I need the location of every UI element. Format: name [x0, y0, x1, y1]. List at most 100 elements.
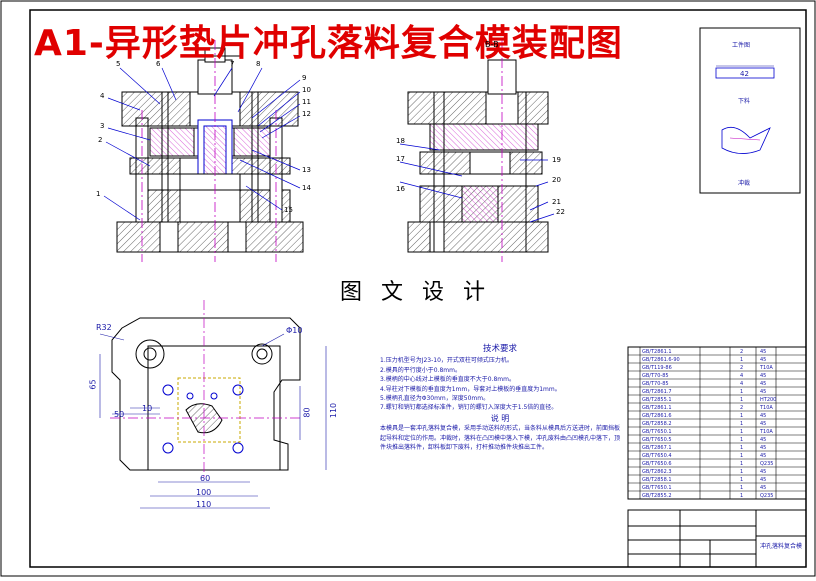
- dim-d10: Φ10: [286, 326, 303, 335]
- tech-item: 7.螺钉和销钉都选择标准件，销钉的螺钉入深度大于1.5倍的直径。: [380, 404, 558, 412]
- workpiece-caption-top: 工件图: [732, 42, 751, 49]
- dim-60: 60: [200, 474, 211, 483]
- parts-table-cell: 1: [740, 445, 743, 451]
- parts-table-cell: GB/T2858.1: [642, 477, 672, 483]
- parts-table-cell: 1: [740, 469, 743, 475]
- tech-item: 3.模柄的中心线对上模板的垂直度不大于0.8mm。: [380, 376, 515, 384]
- front-section-view: [116, 40, 304, 262]
- parts-table-cell: GB/T7650.6: [642, 461, 672, 467]
- side-punch-plate: [429, 123, 539, 151]
- parts-table-cell: 2: [740, 349, 743, 355]
- left-part-number: 12: [302, 110, 311, 118]
- parts-table-cell: GB/T119-86: [642, 365, 672, 371]
- parts-table-cell: GB/T2867.1: [642, 445, 672, 451]
- parts-table-cell: GB/T70-85: [642, 381, 669, 387]
- workpiece-panel: [699, 27, 801, 194]
- parts-table-cell: 1: [740, 389, 743, 395]
- right-part-number: 18: [396, 137, 405, 145]
- tech-item: 5.模柄孔直径为Φ30mm，深度50mm。: [380, 395, 490, 403]
- parts-table-cell: HT200: [760, 397, 776, 403]
- parts-table-cell: 4: [740, 373, 743, 379]
- parts-table-cell: 1: [740, 357, 743, 363]
- leaders-left: [103, 67, 301, 221]
- left-part-number: 5: [116, 60, 121, 68]
- parts-table-cell: 2: [740, 365, 743, 371]
- dim-80: 80: [302, 407, 312, 418]
- left-part-number: 1: [96, 190, 101, 198]
- parts-table-cell: 1: [740, 461, 743, 467]
- workpiece-dimension: 42: [740, 70, 749, 78]
- parts-table-cell: Q235: [760, 461, 773, 467]
- parts-table-cell: 4: [740, 381, 743, 387]
- parts-table-cell: Q235: [760, 493, 773, 499]
- right-part-number: 17: [396, 155, 405, 163]
- technical-requirements: 技术要求 1.压力机型号为J23-10，开式双柱可倾式压力机。 2.模具的平行度…: [380, 344, 620, 452]
- parts-table-cell: GB/T7650.4: [642, 453, 672, 459]
- parts-table-cell: 1: [740, 397, 743, 403]
- inner-border: [29, 9, 807, 568]
- left-part-number: 4: [100, 92, 105, 100]
- parts-table-cell: T10A: [759, 365, 773, 371]
- parts-table-cell: GB/T2858.2: [642, 421, 672, 427]
- title-block-caption: 冲孔落料复合模: [760, 543, 803, 550]
- center-caption: 图 文 设 计: [340, 280, 491, 305]
- left-part-number: 15: [284, 206, 293, 214]
- dim-50: 50: [114, 410, 125, 419]
- parts-table-cell: GB/T7650.5: [642, 437, 672, 443]
- right-part-number: 19: [552, 156, 561, 164]
- parts-table-cell: 1: [740, 413, 743, 419]
- parts-table-cell: 45: [760, 421, 766, 427]
- parts-table-cell: 1: [740, 437, 743, 443]
- parts-table-cell: 45: [760, 445, 766, 451]
- parts-table-cell: 1: [740, 453, 743, 459]
- left-part-number: 7: [230, 60, 235, 68]
- drawing-title: A1-异形垫片冲孔落料复合模装配图: [34, 23, 623, 64]
- parts-table-cell: GB/T2855.1: [642, 397, 672, 403]
- dim-10: 10: [142, 404, 153, 413]
- parts-table-cell: 45: [760, 349, 766, 355]
- workpiece-box: [699, 27, 801, 194]
- left-part-number: 3: [100, 122, 105, 130]
- parts-table-cell: 1: [740, 493, 743, 499]
- parts-table-cell: GB/T2855.2: [642, 493, 672, 499]
- parts-table-cell: 45: [760, 357, 766, 363]
- plan-outline: [111, 317, 301, 471]
- parts-table-cell: 1: [740, 477, 743, 483]
- parts-table-cell: 45: [760, 453, 766, 459]
- parts-table-cell: 45: [760, 437, 766, 443]
- parts-table-cell: GB/T2861.7: [642, 389, 672, 395]
- right-part-number: 16: [396, 185, 405, 193]
- right-part-number: 20: [552, 176, 561, 184]
- right-part-number: 21: [552, 198, 561, 206]
- parts-table-cell: 45: [760, 485, 766, 491]
- left-part-number: 2: [98, 136, 103, 144]
- parts-table-cell: 45: [760, 469, 766, 475]
- parts-table-cell: 1: [740, 421, 743, 427]
- parts-table-cell: GB/T2861.1: [642, 405, 672, 411]
- right-part-number: 22: [556, 208, 565, 216]
- parts-table-cell: GB/T7650.1: [642, 429, 672, 435]
- parts-table-cell: 45: [760, 477, 766, 483]
- left-part-number: 9: [302, 74, 307, 82]
- dim-r32: R32: [96, 323, 112, 332]
- parts-table-cell: GB/T7650.1: [642, 485, 672, 491]
- guide-hole-right: [251, 343, 273, 365]
- section-label: B-B: [485, 40, 499, 49]
- parts-table-cell: GB/T2861.6: [642, 413, 672, 419]
- parts-table-cell: GB/T2861.1: [642, 349, 672, 355]
- left-part-number: 14: [302, 184, 311, 192]
- tech-heading: 技术要求: [482, 344, 517, 354]
- lower-die-plate: [116, 221, 304, 253]
- side-section-view: [407, 40, 549, 262]
- parts-table-cell: GB/T2861.6-90: [642, 357, 680, 363]
- dim-100: 100: [196, 488, 212, 497]
- left-part-number: 8: [256, 60, 261, 68]
- dim-65: 65: [88, 379, 98, 390]
- parts-table-cell: 45: [760, 381, 766, 387]
- left-part-number: 13: [302, 166, 311, 174]
- dim-110-vertical: 110: [329, 402, 339, 419]
